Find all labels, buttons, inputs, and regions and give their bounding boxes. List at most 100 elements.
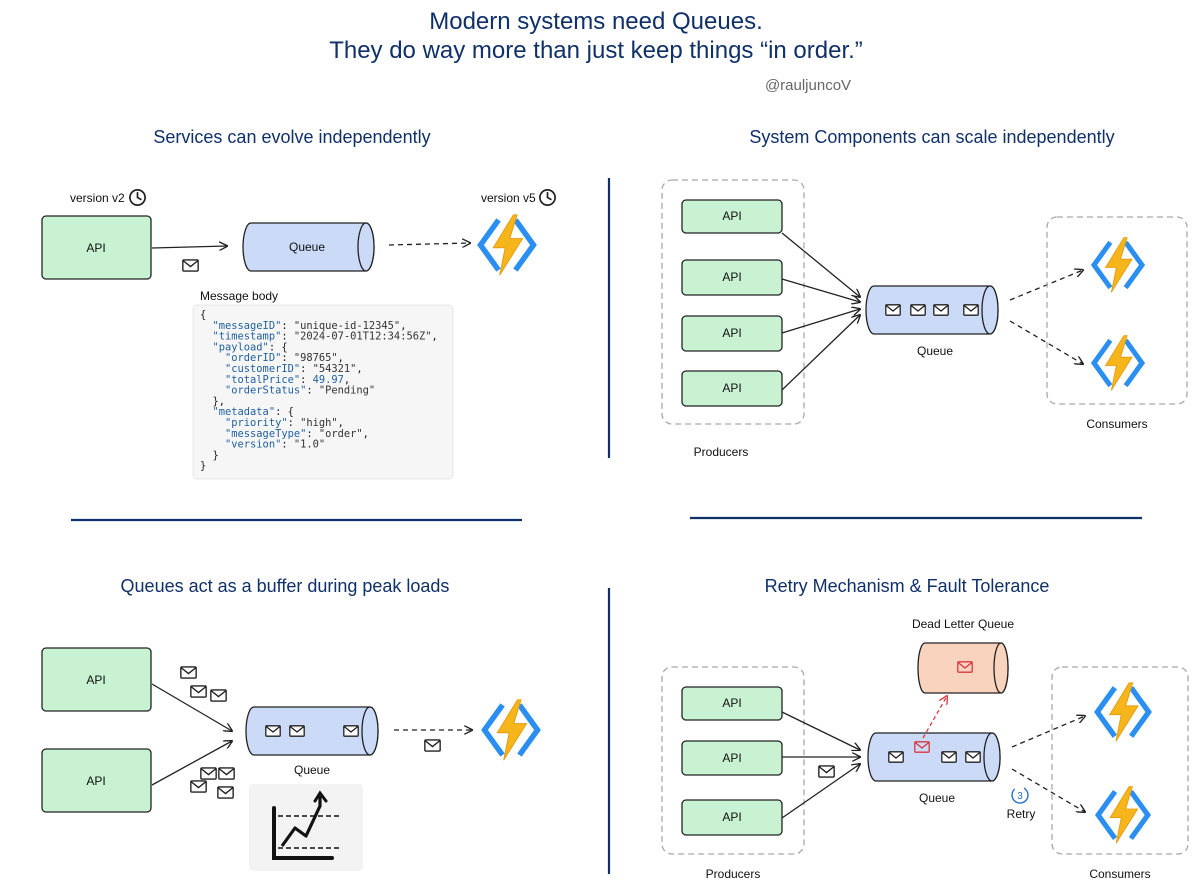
api-box (681, 259, 783, 296)
api-box (41, 748, 152, 813)
message-body-json: { "messageID": "unique-id-12345", "times… (200, 309, 438, 472)
envelope-icon (888, 751, 904, 763)
api-to-queue-arrow (151, 683, 232, 731)
code-line: { (200, 309, 206, 321)
producer-arrow (781, 764, 860, 819)
envelope-icon (182, 259, 199, 272)
api-box-label: API (722, 270, 741, 284)
dead-letter-queue-label: Dead Letter Queue (912, 617, 1014, 631)
producers-group (661, 179, 805, 425)
panel-scale-independently: System Components can scale independentl… (661, 127, 1188, 459)
panel-evolve-independently: Services can evolve independently versio… (41, 127, 556, 480)
code-line: }, (200, 395, 225, 407)
api-box-label: API (722, 381, 741, 395)
envelope-icon (218, 767, 235, 780)
consumers-group (1046, 216, 1188, 405)
queue-label: Queue (289, 240, 325, 254)
producer-arrow (781, 309, 860, 334)
envelope-icon (818, 765, 835, 778)
queue-cylinder (242, 222, 375, 272)
clock-icon (129, 189, 146, 206)
queue-label: Queue (917, 344, 953, 358)
peak-load-chart-icon (249, 784, 363, 871)
code-line: } (200, 460, 206, 472)
api-to-queue-arrow (151, 246, 227, 248)
producer-arrow (781, 315, 860, 391)
api-box (681, 370, 783, 407)
retry-icon: 3 (1011, 786, 1029, 804)
lambda-function-icon (1098, 787, 1148, 844)
panel-3-heading: Queues act as a buffer during peak loads (121, 576, 450, 596)
envelope-icon (933, 304, 949, 316)
api-to-queue-arrow (151, 741, 232, 786)
producers-label: Producers (694, 445, 749, 459)
consumers-label: Consumers (1086, 417, 1147, 431)
api-box (681, 315, 783, 352)
panel-2-heading: System Components can scale independentl… (749, 127, 1114, 147)
message-body-label: Message body (200, 289, 278, 303)
retry-label: Retry (1007, 807, 1036, 821)
queue-label: Queue (919, 791, 955, 805)
lambda-function-icon (484, 700, 537, 760)
queue-cylinder (865, 285, 999, 335)
code-line: "messageType": "order", (200, 428, 369, 440)
api-box (681, 740, 783, 776)
clock-icon (539, 189, 556, 206)
panel-retry-fault-tolerance: Retry Mechanism & Fault Tolerance Dead L… (661, 576, 1189, 881)
lambda-function-icon (1097, 683, 1148, 741)
lambda-function-icon (480, 215, 533, 275)
envelope-icon (210, 689, 227, 702)
envelope-icon (885, 304, 901, 316)
producers-label: Producers (706, 867, 761, 881)
producers-group (661, 666, 805, 855)
code-line: "orderStatus": "Pending" (200, 385, 375, 397)
api-box (681, 686, 783, 721)
api-box-label: API (722, 810, 741, 824)
panel-4-heading: Retry Mechanism & Fault Tolerance (765, 576, 1050, 596)
api-box-label: API (86, 673, 105, 687)
envelope-icon (217, 786, 234, 799)
envelope-icon (965, 751, 981, 763)
api-box (681, 199, 783, 234)
envelope-icon (200, 767, 217, 780)
envelope-icon (180, 666, 197, 679)
producer-arrow (781, 711, 860, 750)
consumer-arrow (1011, 716, 1085, 748)
queue-cylinder (867, 732, 1001, 782)
message-body-code-block (192, 304, 454, 480)
code-line: "customerID": "54321", (200, 363, 363, 375)
api-box-label: API (722, 326, 741, 340)
code-line: "orderID": "98765", (200, 352, 344, 364)
queue-cylinder (245, 706, 379, 756)
producer-version-label: version v2 (70, 191, 125, 205)
main-title-line-2: They do way more than just keep things “… (329, 37, 863, 64)
api-box (41, 215, 152, 280)
envelope-icon (424, 739, 441, 752)
envelope-icon (941, 751, 957, 763)
lambda-function-icon (1094, 336, 1142, 391)
envelope-icon (910, 304, 926, 316)
code-line: "metadata": { (200, 406, 294, 418)
queue-label: Queue (294, 763, 330, 777)
envelope-icon (190, 780, 207, 793)
panel-1-heading: Services can evolve independently (153, 127, 430, 147)
code-line: "payload": { (200, 341, 288, 353)
producer-arrow (781, 278, 860, 302)
consumers-label: Consumers (1089, 867, 1150, 881)
dead-letter-queue-cylinder (917, 642, 1009, 694)
code-line: "priority": "high", (200, 417, 344, 429)
envelope-icon (265, 725, 281, 737)
panel-buffer-peak-loads: Queues act as a buffer during peak loads… (41, 576, 538, 871)
envelope-icon (289, 725, 305, 737)
queue-to-consumer-arrow (388, 243, 470, 245)
lambda-function-icon (1094, 238, 1142, 293)
envelope-icon (190, 685, 207, 698)
code-line: "messageID": "unique-id-12345", (200, 320, 406, 332)
code-line: "totalPrice": 49.97, (200, 374, 350, 386)
main-title-line-1: Modern systems need Queues. (429, 8, 763, 35)
api-box-label: API (722, 696, 741, 710)
envelope-icon (343, 725, 359, 737)
dead-letter-arrow (922, 696, 947, 739)
author-handle: @rauljuncoV (765, 77, 851, 94)
